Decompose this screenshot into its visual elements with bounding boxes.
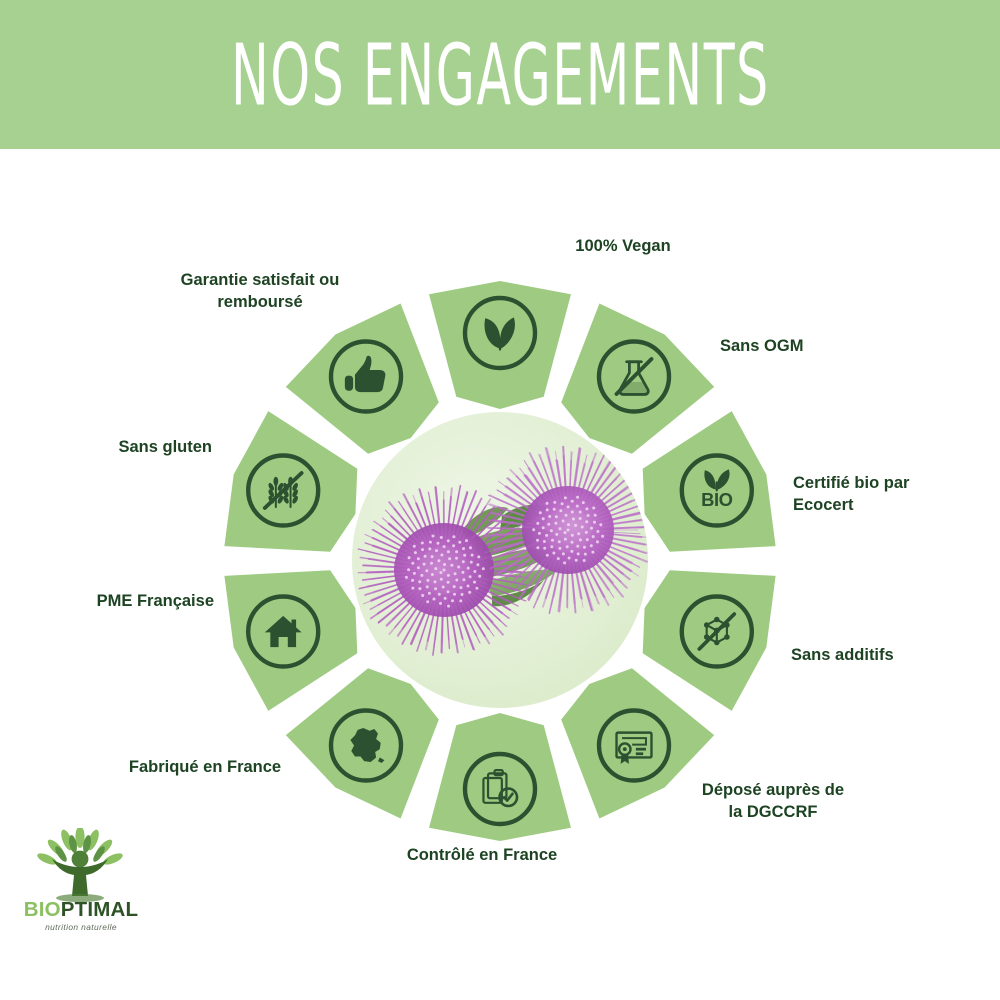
wheel-segment-icons — [246, 295, 754, 827]
header-band: NOS ENGAGEMENTS — [0, 0, 1000, 149]
france-map-icon — [328, 708, 404, 783]
label-pme-francaise: PME Française — [96, 592, 214, 610]
tree-person-icon — [37, 828, 123, 902]
no-additive-molecule-icon — [679, 594, 754, 669]
label-sans-gluten: Sans gluten — [118, 438, 212, 456]
two-leaves-icon — [462, 295, 538, 371]
bioptimal-logo: BIOPTIMAL nutrition naturelle — [22, 828, 140, 940]
no-gmo-flask-icon — [596, 339, 672, 414]
house-icon — [246, 594, 321, 669]
wheel-segment-ogm[interactable] — [561, 303, 715, 454]
certificate-seal-icon — [596, 708, 672, 783]
thumbs-up-icon — [328, 339, 404, 414]
label-certifie-bio-ecocert: Certifié bio par Ecocert — [793, 474, 910, 514]
engagement-wheel: BIO — [0, 149, 1000, 955]
label-sans-ogm: Sans OGM — [720, 337, 804, 355]
milk-thistle-flower-image — [357, 445, 648, 656]
bio-leaf-badge-icon — [679, 453, 754, 528]
clipboard-check-icon — [462, 751, 538, 827]
logo-word-bio: BIO — [23, 898, 61, 921]
label-fabrique-en-france: Fabriqué en France — [128, 758, 282, 776]
label-vegan: 100% Vegan — [575, 237, 671, 255]
center-flower-disc — [352, 412, 648, 708]
label-depose-dgccrf: Déposé auprès de la DGCCRF — [701, 781, 845, 821]
wheel-segments-svg: BIO — [224, 281, 776, 841]
logo-word-rest: PTIMAL — [60, 898, 139, 921]
wheel-segment-dgccrf[interactable] — [561, 668, 715, 819]
no-gluten-wheat-icon — [246, 453, 321, 528]
label-controle-en-france: Contrôlé en France — [406, 846, 558, 864]
logo-tagline: nutrition naturelle — [45, 922, 117, 932]
page-title: NOS ENGAGEMENTS — [230, 24, 770, 125]
label-sans-additifs: Sans additifs — [791, 646, 894, 664]
label-garantie-satisfait: Garantie satisfait ou remboursé — [180, 271, 340, 311]
logo-wordmark: BIOPTIMAL — [22, 898, 140, 921]
